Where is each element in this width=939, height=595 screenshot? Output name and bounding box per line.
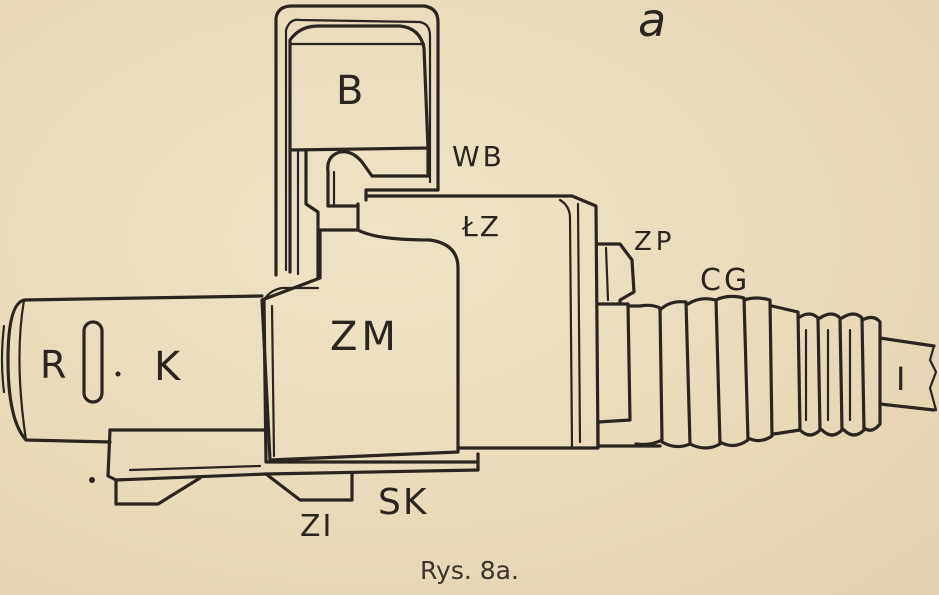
label-lz: ŁZ xyxy=(461,210,501,243)
label-i: I xyxy=(896,360,905,398)
figure-caption: Rys. 8a. xyxy=(420,556,519,585)
plate-zp xyxy=(596,242,662,448)
label-zm: ZM xyxy=(330,314,400,360)
housing-zm xyxy=(260,202,480,464)
label-r: R xyxy=(40,343,66,387)
label-cg: CG xyxy=(700,263,750,298)
ink-speck xyxy=(115,371,121,377)
label-zp: ZP xyxy=(634,227,676,257)
label-k: K xyxy=(154,344,182,390)
spring-cg xyxy=(626,294,882,450)
slide-sk xyxy=(106,428,480,506)
ink-speck xyxy=(89,477,95,483)
block-b xyxy=(274,4,440,280)
rod-i xyxy=(878,336,938,412)
housing-lz xyxy=(364,194,600,450)
label-zi: ZI xyxy=(300,509,333,544)
slot-r xyxy=(82,320,104,404)
corner-mark: a xyxy=(638,0,666,47)
label-wb: WB xyxy=(452,140,505,173)
label-b: B xyxy=(336,68,363,114)
label-sk: SK xyxy=(378,482,428,523)
cylinder-k xyxy=(0,294,264,444)
